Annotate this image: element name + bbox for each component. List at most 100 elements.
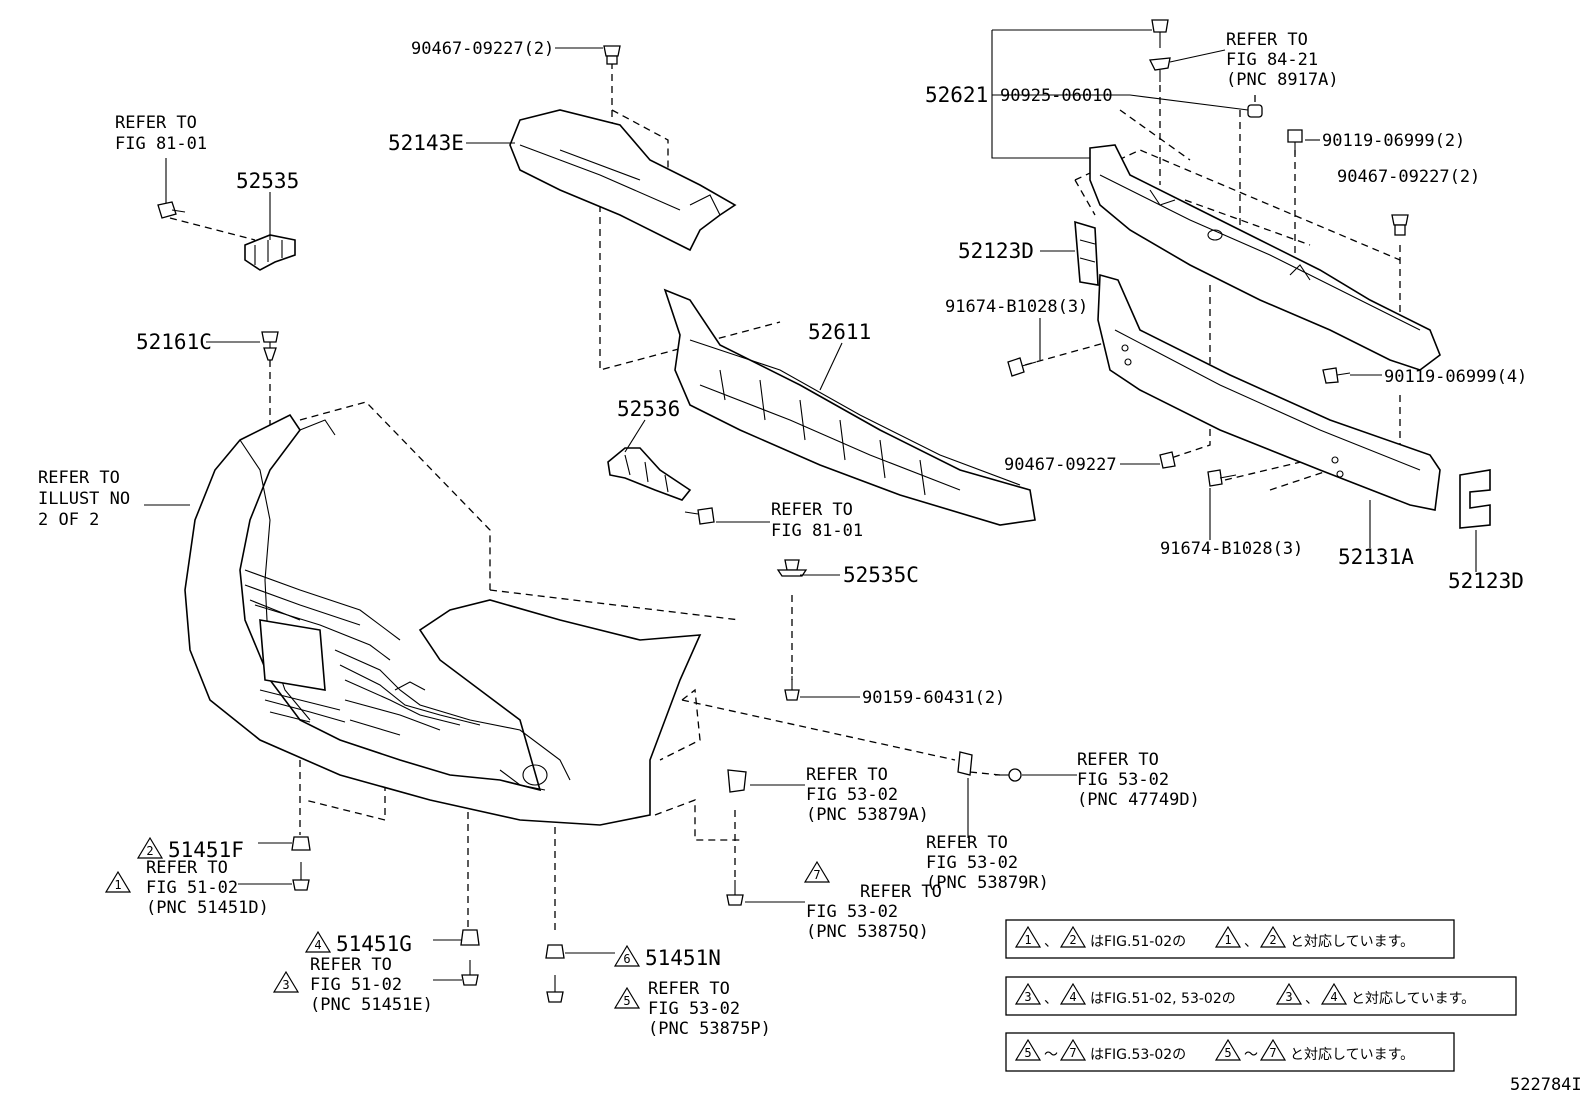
fastener-90119-4-icon [1322,367,1351,384]
fastener-47749D-icon [995,768,1022,782]
bumper-cover-drawing [184,413,702,826]
note-2-mid: はFIG.51-02, 53-02の [1090,991,1236,1007]
marker-1: 1 [104,870,132,893]
note-2-b: 4 [1069,990,1076,1004]
part-52123D-bottom-drawing [1459,469,1491,529]
marker-5-number: 5 [623,994,630,1008]
note-2-tail: と対応しています。 [1351,991,1475,1007]
label-refer-84-21: REFER TO FIG 84-21 (PNC 8917A) [1226,30,1339,90]
fastener-51451E-icon [461,960,479,986]
note-box-3: 5 ～ 7 はFIG.53-02の 5 ～ 7 と対応しています。 [1005,1032,1455,1072]
label-refer-53879R: REFER TO FIG 53-02 (PNC 53879R) [926,833,1049,893]
leader-lines [144,29,1477,981]
fastener-81-01-mid-icon [684,507,715,525]
refer-84-21-line2: FIG 84-21 [1226,50,1318,70]
refer-81-01-mid-line1: REFER TO [771,500,853,520]
refer-53875P-line2: FIG 53-02 [648,999,740,1019]
fastener-53875P-icon [546,975,564,1003]
note-2-c: 3 [1285,990,1292,1004]
label-90925: 90925-06010 [1000,86,1113,106]
refer-illust-line2: ILLUST NO [38,489,130,509]
refer-51451D-line3: (PNC 51451D) [146,898,269,918]
fastener-bolt-81-01-top-icon [157,201,186,219]
label-52535C: 52535C [843,563,919,587]
refer-53875Q-line3: (PNC 53875Q) [806,922,929,942]
refer-51451E-line1: REFER TO [310,955,392,975]
refer-84-21-line1: REFER TO [1226,30,1308,50]
note-1-d: 2 [1269,933,1276,947]
fastener-52535C-icon [776,559,808,577]
note-2-d: 4 [1330,990,1337,1004]
note-3-mid: はFIG.53-02の [1090,1047,1186,1063]
fastener-90925-clip-icon [1247,104,1263,118]
refer-53875Q-line1: REFER TO [860,882,942,902]
label-52536: 52536 [617,397,680,421]
note-3-sep: ～ [1044,1047,1058,1063]
label-52621: 52621 [925,83,988,107]
part-52131A-drawing [1097,273,1441,511]
label-51451G: 51451G [336,932,412,956]
label-refer-81-01-top: REFER TO FIG 81-01 [115,113,207,154]
label-refer-53875P: REFER TO FIG 53-02 (PNC 53875P) [648,979,771,1039]
fastener-53879R-icon [957,751,973,776]
fastener-90467-right-icon [1391,214,1409,236]
note-box-2: 3 、 4 はFIG.51-02, 53-02の 3 、 4 と対応しています。 [1005,976,1517,1016]
label-91674-bottom: 91674-B1028(3) [1160,539,1303,559]
note-3-sep2: ～ [1244,1047,1258,1063]
note-1-sep: 、 [1044,934,1058,950]
marker-7-number: 7 [813,868,820,882]
marker-3: 3 [272,970,300,993]
label-90119-2: 90119-06999(2) [1322,131,1465,151]
refer-81-01-mid-line2: FIG 81-01 [771,521,863,541]
fastener-84-21-bolt-icon [1148,19,1171,82]
marker-2-number: 2 [146,844,153,858]
part-52536-drawing [607,447,692,501]
marker-2: 2 [136,836,164,859]
note-2-a: 3 [1024,990,1031,1004]
note-box-1: 1 、 2 はFIG.51-02の 1 、 2 と対応しています。 [1005,919,1455,959]
label-refer-51451D: REFER TO FIG 51-02 (PNC 51451D) [146,858,269,918]
refer-53879R-line1: REFER TO [926,833,1008,853]
label-90467-single: 90467-09227 [1004,455,1117,475]
note-1-b: 2 [1069,933,1076,947]
fastener-91674-bottom-icon [1207,469,1237,487]
refer-53875P-line3: (PNC 53875P) [648,1019,771,1039]
marker-3-number: 3 [282,978,289,992]
refer-illust-line3: 2 OF 2 [38,510,99,530]
figure-id: 522784I [1510,1075,1582,1095]
part-52621-drawing [1089,144,1441,371]
note-3-c: 5 [1224,1046,1231,1060]
label-90467-top: 90467-09227(2) [411,39,554,59]
fastener-53875Q-icon [726,880,744,906]
fastener-90159-icon [784,676,800,701]
refer-53875P-line1: REFER TO [648,979,730,999]
note-2-sep: 、 [1044,991,1058,1007]
note-3-d: 7 [1269,1046,1276,1060]
refer-47749D-line3: (PNC 47749D) [1077,790,1200,810]
fastener-51451G-icon [460,929,480,946]
marker-4: 4 [304,930,332,953]
refer-81-01-top-line1: REFER TO [115,113,197,133]
fastener-51451N-icon [545,944,565,959]
marker-5: 5 [613,986,641,1009]
label-51451F: 51451F [168,838,244,862]
note-3-tail: と対応しています。 [1290,1047,1414,1063]
marker-6-number: 6 [623,952,630,966]
fastener-53879A-icon [727,769,747,793]
label-refer-81-01-mid: REFER TO FIG 81-01 [771,500,863,541]
refer-53879A-line2: FIG 53-02 [806,785,898,805]
fastener-52161C-icon [261,331,279,361]
refer-53875Q-line2: FIG 53-02 [806,902,898,922]
refer-81-01-top-line2: FIG 81-01 [115,134,207,154]
part-52535-drawing [244,234,296,271]
label-52611: 52611 [808,320,871,344]
label-51451N: 51451N [645,946,721,970]
marker-1-number: 1 [114,878,121,892]
label-90159: 90159-60431(2) [862,688,1005,708]
label-90467-right: 90467-09227(2) [1337,167,1480,187]
note-2-sep2: 、 [1305,991,1319,1007]
label-52535: 52535 [236,169,299,193]
label-52123D-top: 52123D [958,239,1034,263]
refer-53879R-line2: FIG 53-02 [926,853,1018,873]
